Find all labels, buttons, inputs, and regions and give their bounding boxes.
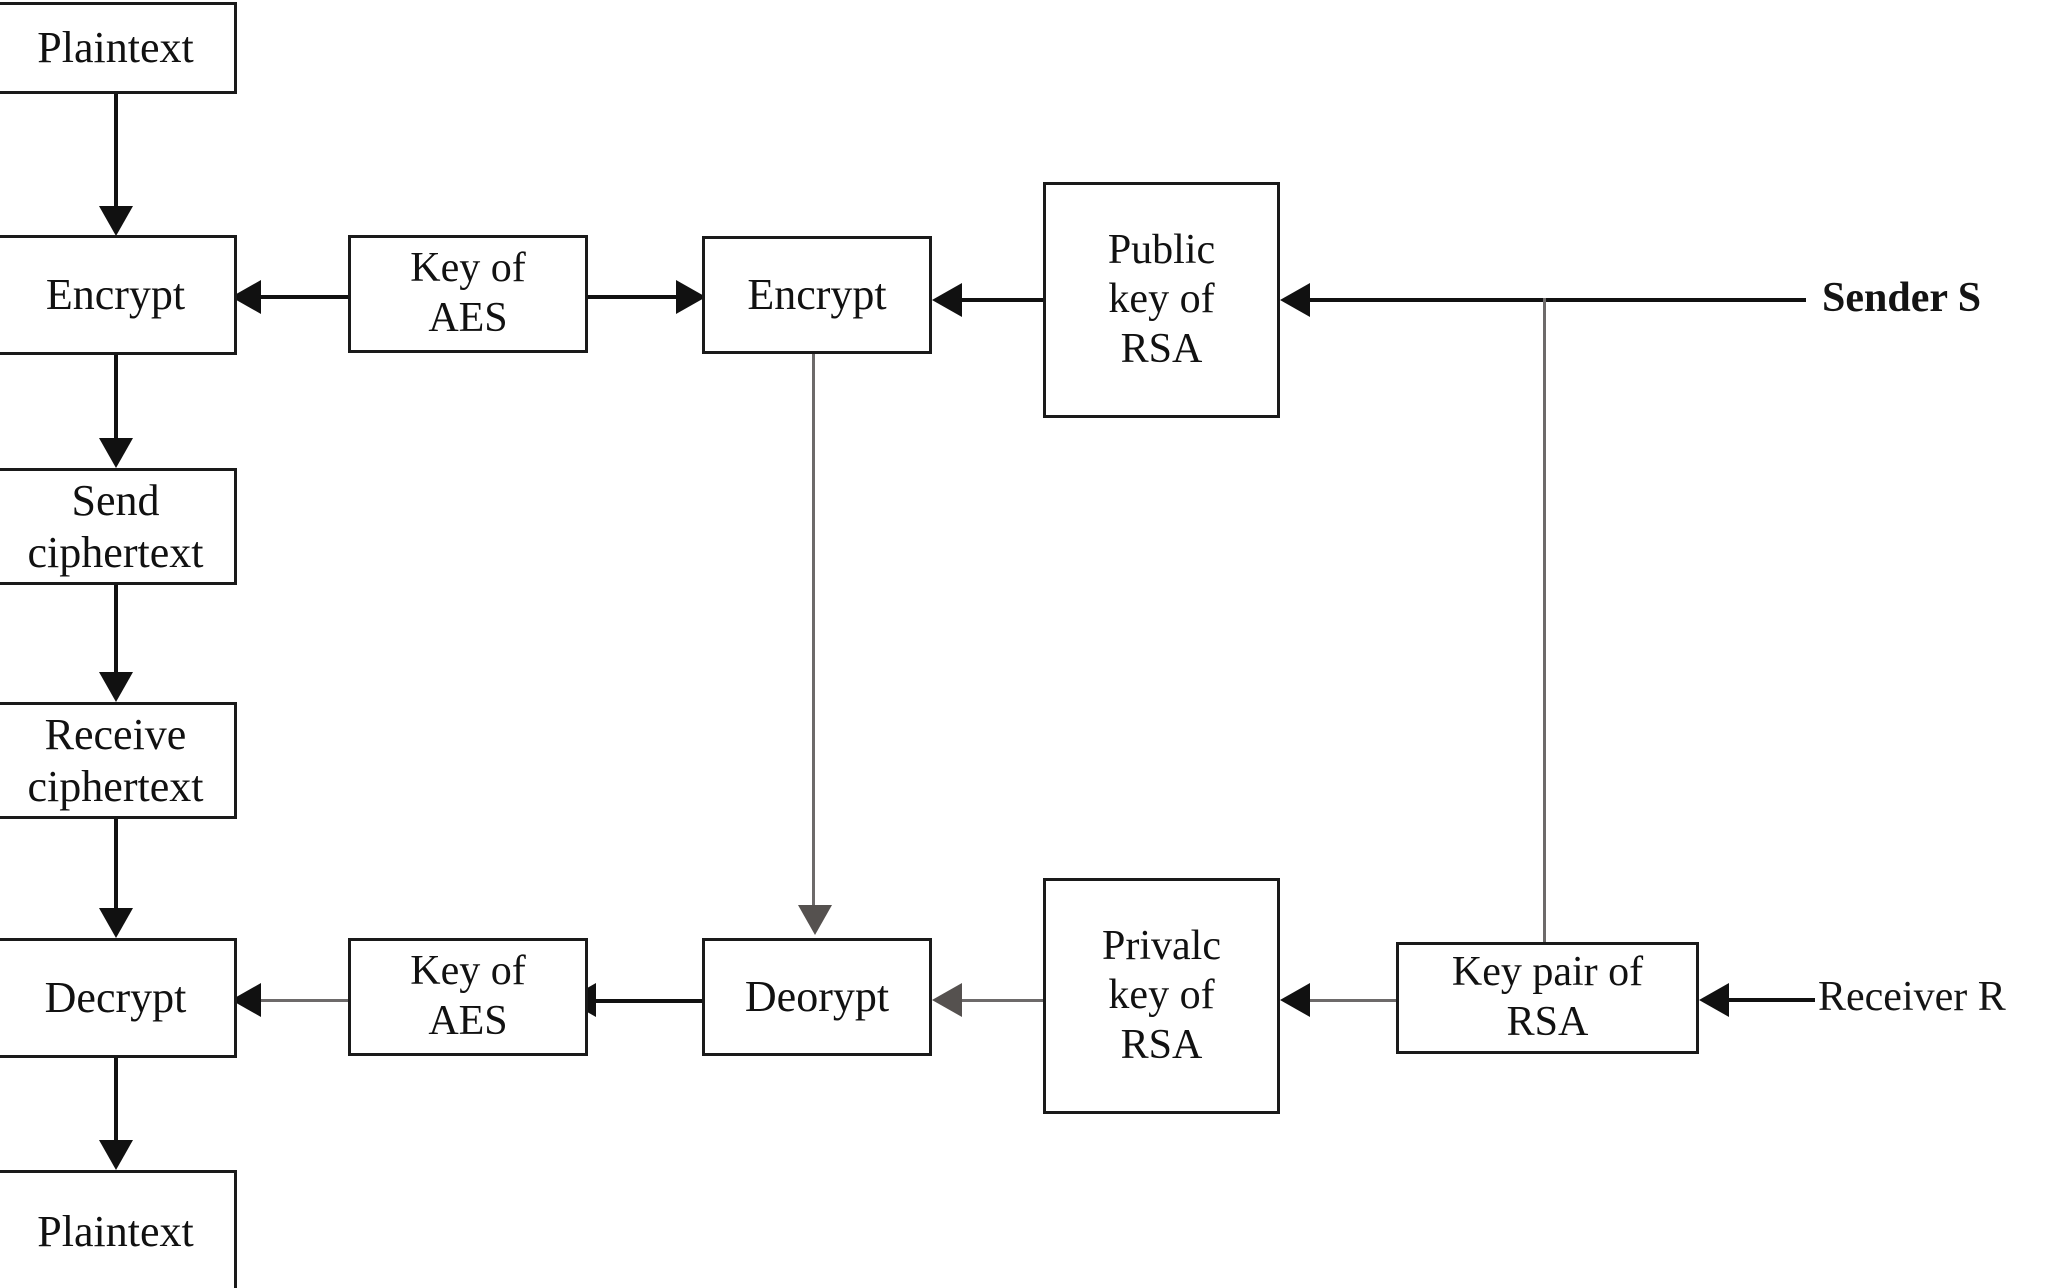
node-key-of-aes-top: Key of AES	[348, 235, 588, 353]
node-receive-ciphertext: Receive ciphertext	[0, 702, 237, 819]
node-send-ciphertext-label: Send ciphertext	[27, 475, 204, 577]
node-plaintext-bottom: Plaintext	[0, 1170, 237, 1288]
node-public-key-rsa: Public key of RSA	[1043, 182, 1280, 418]
node-private-key-rsa-label: Privalc key of RSA	[1102, 922, 1221, 1068]
edge-receiver-to-key-pair-arrowhead	[1699, 983, 1729, 1017]
node-plaintext-top-label: Plaintext	[37, 23, 194, 73]
node-decrypt-mid: Deorypt	[702, 938, 932, 1056]
node-encrypt-left: Encrypt	[0, 235, 237, 355]
edge-private-key-to-decrypt-mid-arrowhead	[932, 983, 962, 1017]
edge-plaintext-to-encrypt-arrowhead	[99, 206, 133, 236]
node-key-of-aes-bottom: Key of AES	[348, 938, 588, 1056]
node-decrypt-left: Decrypt	[0, 938, 237, 1058]
node-key-pair-rsa-label: Key pair of RSA	[1451, 949, 1644, 1045]
edge-send-to-receive-line	[114, 585, 118, 677]
edge-encrypt-mid-to-decrypt-mid-line	[812, 354, 815, 910]
node-plaintext-top: Plaintext	[0, 2, 237, 94]
node-public-key-rsa-label: Public key of RSA	[1107, 226, 1216, 372]
edge-sender-to-public-key-arrowhead	[1280, 283, 1310, 317]
edge-decrypt-mid-to-aes-bottom-line	[592, 999, 704, 1003]
node-encrypt-left-label: Encrypt	[45, 270, 186, 320]
node-decrypt-mid-label: Deorypt	[744, 972, 890, 1022]
node-send-ciphertext: Send ciphertext	[0, 468, 237, 585]
edge-decrypt-to-plaintext-line	[114, 1058, 118, 1146]
node-encrypt-mid: Encrypt	[702, 236, 932, 354]
edge-aes-bottom-to-decrypt-line	[256, 999, 350, 1002]
label-sender: Sender S	[1822, 275, 1982, 321]
edge-aes-to-encrypt-mid-arrowhead	[676, 280, 706, 314]
edge-encrypt-to-send-arrowhead	[99, 438, 133, 468]
edge-aes-to-encrypt-mid-line	[588, 295, 680, 299]
edge-plaintext-to-encrypt-line	[114, 94, 118, 212]
edge-key-pair-to-private-key-arrowhead	[1280, 983, 1310, 1017]
edge-public-key-to-encrypt-mid-line	[958, 298, 1045, 302]
node-encrypt-mid-label: Encrypt	[747, 270, 887, 320]
label-receiver: Receiver R	[1818, 974, 2006, 1020]
edge-key-pair-to-private-key-line	[1306, 999, 1396, 1002]
edge-receive-to-decrypt-arrowhead	[99, 908, 133, 938]
edge-send-to-receive-arrowhead	[99, 672, 133, 702]
node-plaintext-bottom-label: Plaintext	[37, 1207, 194, 1257]
node-key-pair-rsa: Key pair of RSA	[1396, 942, 1699, 1054]
node-key-of-aes-bottom-label: Key of AES	[410, 948, 526, 1044]
edge-private-key-to-decrypt-mid-line	[958, 999, 1045, 1002]
edge-aes-to-encrypt-line	[256, 295, 350, 299]
edge-public-key-to-encrypt-mid-arrowhead	[932, 283, 962, 317]
edge-encrypt-to-send-line	[114, 355, 118, 443]
edge-decrypt-to-plaintext-arrowhead	[99, 1140, 133, 1170]
node-decrypt-left-label: Decrypt	[44, 973, 187, 1023]
node-receive-ciphertext-label: Receive ciphertext	[27, 709, 204, 811]
edge-receive-to-decrypt-line	[114, 819, 118, 913]
edge-sender-to-public-key-line	[1306, 298, 1806, 302]
node-private-key-rsa: Privalc key of RSA	[1043, 878, 1280, 1114]
edge-receiver-to-key-pair-line	[1725, 998, 1815, 1002]
edge-encrypt-mid-to-decrypt-mid-arrowhead	[798, 905, 832, 935]
edge-sender-branch-to-key-pair-line	[1543, 298, 1546, 944]
node-key-of-aes-top-label: Key of AES	[410, 245, 526, 341]
